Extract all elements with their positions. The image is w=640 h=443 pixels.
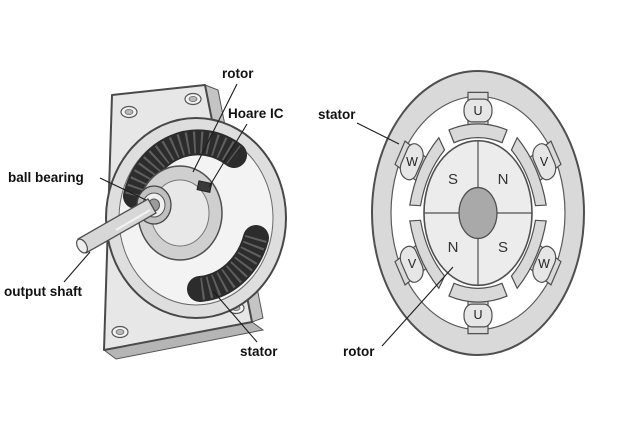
label-output-shaft: output shaft <box>4 284 82 299</box>
label-stator-right: stator <box>318 107 356 122</box>
winding-upper <box>123 129 247 209</box>
pole-label-top-left: S <box>448 171 458 188</box>
tooth-shoe <box>509 215 550 292</box>
leader-stator-left <box>212 290 258 343</box>
bolt-hole-center <box>188 96 198 103</box>
tooth-shoe <box>509 135 550 212</box>
leader-hoare-ic <box>208 123 248 188</box>
phase-label-upper-left: W <box>406 155 418 169</box>
leader-stator-right <box>356 122 400 145</box>
stator-tooth-upper-right <box>509 119 570 211</box>
tooth-shoe <box>406 215 447 292</box>
motor-cutaway-illustration <box>75 84 287 360</box>
tooth-shoe <box>449 124 507 143</box>
leader-rotor-left <box>192 83 238 173</box>
winding-lower-hatch <box>198 234 267 300</box>
stator-tooth-lower-right <box>509 215 570 307</box>
pole-label-bottom-left: N <box>448 239 459 256</box>
phase-label-top: U <box>473 104 482 118</box>
label-stator-left: stator <box>240 344 278 359</box>
output-shaft <box>75 198 157 254</box>
coil-box <box>464 304 492 327</box>
stator-tooth-upper-left <box>386 119 447 211</box>
rotor-cross-section <box>424 141 532 286</box>
tooth-shoe <box>406 135 447 212</box>
phase-label-lower-left: V <box>408 257 417 271</box>
phase-label-bottom: U <box>473 308 482 322</box>
pole-labels: S N N S <box>448 171 509 256</box>
shaft-highlight <box>115 209 151 231</box>
right-leader-lines <box>356 122 454 347</box>
pole-label-bottom-right: S <box>498 239 508 256</box>
phase-label-upper-right: V <box>540 155 549 169</box>
shaft-end-cap <box>75 238 89 254</box>
stator-tooth-top <box>449 92 507 142</box>
leader-rotor-right <box>381 266 454 347</box>
coil-box <box>397 242 426 286</box>
label-ball-bearing: ball bearing <box>8 170 84 185</box>
bolt-hole-center <box>115 328 125 335</box>
stator-tooth-bottom <box>449 283 507 333</box>
stator-windings <box>123 129 269 302</box>
coil-box <box>530 242 559 286</box>
tooth-shoe <box>449 283 507 302</box>
phase-labels: U W V V W U <box>406 104 550 322</box>
motor-cross-section <box>372 71 584 355</box>
coil-box <box>530 140 559 184</box>
coil-box <box>464 99 492 122</box>
left-leader-lines <box>63 83 258 343</box>
leader-ball-bearing <box>99 177 147 201</box>
bolt-hole-center <box>124 109 134 116</box>
leader-output-shaft <box>63 251 91 283</box>
coil-box <box>397 140 426 184</box>
hall-ic-chip <box>196 180 213 193</box>
pole-label-top-right: N <box>498 171 509 188</box>
rotor-shaft <box>459 188 497 239</box>
stator-tooth-lower-left <box>386 215 447 307</box>
label-rotor-left: rotor <box>222 66 254 81</box>
phase-label-lower-right: W <box>538 257 550 271</box>
label-rotor-right: rotor <box>343 344 375 359</box>
label-hoare-ic: Hoare IC <box>228 106 284 121</box>
